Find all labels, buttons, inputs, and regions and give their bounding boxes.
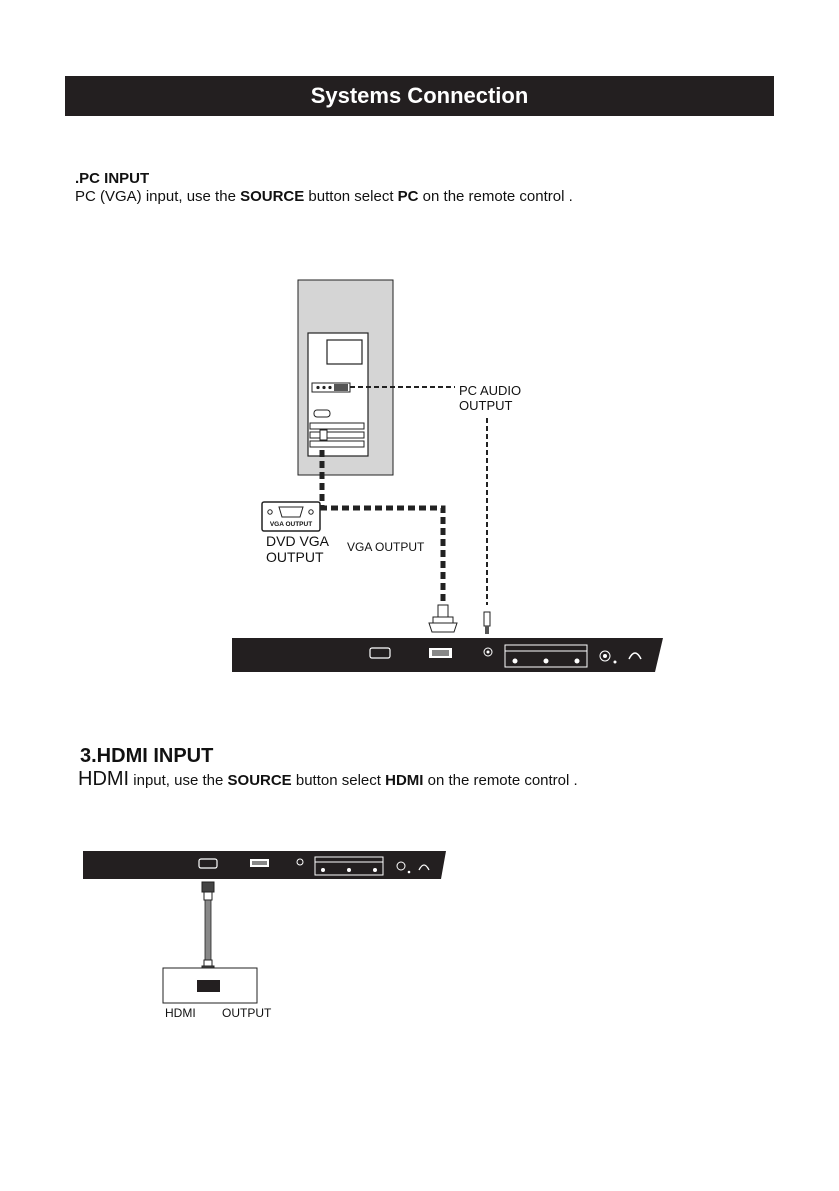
dvd-vga-output-label: OUTPUT [266,549,324,565]
tv-rear-panel-top [232,638,663,672]
dvd-vga-label: DVD VGA [266,533,330,549]
hdmi-port-icon [199,859,217,868]
hdmi-output-device [163,968,257,1003]
dvd-vga-port: VGA OUTPUT [262,502,320,531]
pc-tower-diagram [298,280,393,475]
vga-plug [429,605,457,632]
vga-output-label: VGA OUTPUT [347,540,425,554]
hdmi-label: HDMI [165,1006,196,1020]
output-label: OUTPUT [222,1006,272,1020]
tv-rear-panel-bottom [83,851,446,879]
audio-jack-plug [484,612,490,634]
pc-audio-label-2: OUTPUT [459,398,513,413]
hdmi-port-icon [370,648,390,658]
pc-audio-label: PC AUDIO [459,383,521,398]
vga-port-label: VGA OUTPUT [270,521,312,528]
hdmi-cable [202,882,214,976]
